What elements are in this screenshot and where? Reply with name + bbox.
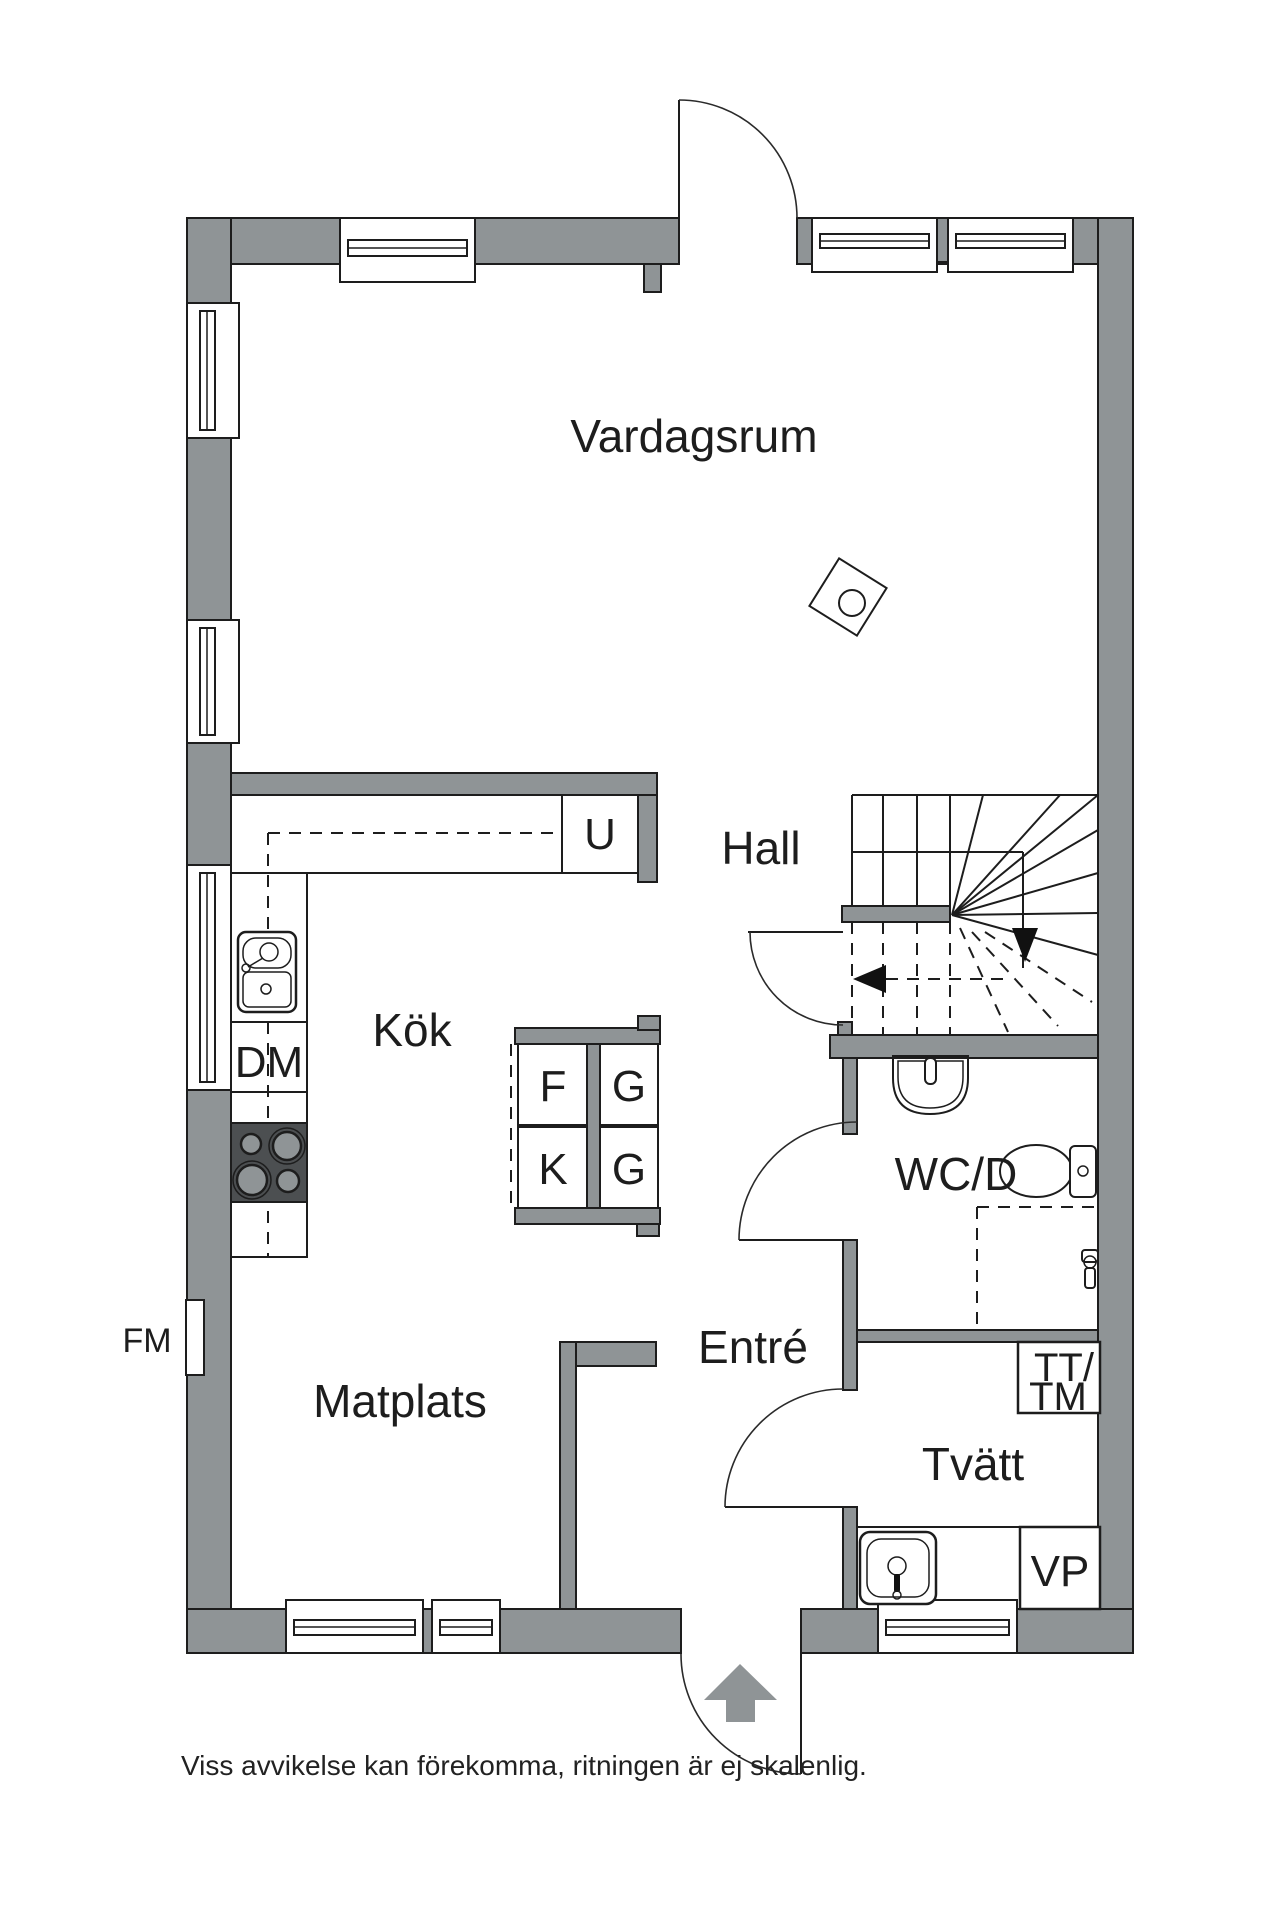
disclaimer-text: Viss avvikelse kan förekomma, ritningen … — [181, 1750, 867, 1781]
code-label-g2: G — [612, 1145, 646, 1194]
code-label-vp: VP — [1031, 1547, 1090, 1596]
doors — [678, 99, 858, 1775]
cabinet-f — [517, 1043, 588, 1126]
wood-stove — [808, 557, 888, 637]
cabinet-divider — [586, 1043, 601, 1209]
window-left-1 — [186, 302, 240, 439]
tt-tm-box — [1016, 1340, 1102, 1415]
code-label-tm: TM — [1029, 1375, 1087, 1419]
dining-entry-wall — [559, 1341, 577, 1610]
fm-box — [185, 1299, 205, 1376]
kitchen-divider-wall — [230, 772, 658, 796]
u-cabinet-wall — [637, 794, 658, 883]
entry-wc-wall-mid — [842, 1239, 858, 1391]
code-label-g1: G — [612, 1062, 646, 1111]
cabinet-g1 — [599, 1043, 659, 1126]
wc-fixtures — [892, 1055, 1099, 1330]
code-label-k: K — [538, 1145, 567, 1194]
wc-sink — [892, 1055, 969, 1116]
cabinet-k — [517, 1126, 588, 1209]
cabinet-g2 — [599, 1126, 659, 1209]
room-label-hall: Hall — [721, 822, 800, 874]
window-top-left — [339, 217, 476, 283]
laundry-door — [724, 1388, 844, 1508]
entrance-door — [680, 1653, 802, 1775]
code-label-u: U — [584, 810, 616, 859]
cabinet-bottom-cap — [514, 1207, 661, 1225]
stove — [230, 1122, 308, 1203]
inner-walls — [230, 772, 1099, 1610]
room-label-living: Vardagsrum — [570, 410, 817, 462]
window-pier — [422, 1608, 433, 1654]
entrance-arrow — [704, 1664, 777, 1722]
code-label-fm: FM — [122, 1322, 171, 1360]
wc-sink-faucet — [924, 1057, 937, 1085]
vp-box — [1018, 1525, 1102, 1611]
labels: Vardagsrum Hall Kök Matplats Entré WC/D … — [122, 410, 1094, 1781]
toilet — [999, 1144, 1097, 1198]
room-label-kitchen: Kök — [372, 1004, 452, 1056]
window-top-right-1 — [811, 217, 938, 273]
code-label-tt: TT/ — [1034, 1346, 1095, 1390]
entry-laundry-wall — [842, 1506, 858, 1610]
balcony-door — [678, 99, 798, 219]
stair-direction-arrow-left — [853, 965, 886, 993]
room-label-laundry: Tvätt — [922, 1438, 1024, 1490]
stair-door — [748, 931, 844, 1026]
wc-door — [738, 1121, 858, 1241]
faucet-icon — [259, 942, 279, 962]
windows — [185, 217, 1074, 1654]
window-pier — [936, 217, 949, 263]
stair-direction-arrow-down — [1012, 928, 1038, 962]
code-label-dm: DM — [235, 1038, 303, 1087]
cabinet-island — [510, 1043, 659, 1209]
room-label-entry: Entré — [698, 1321, 808, 1373]
kitchen-sink — [236, 930, 298, 1014]
room-label-dining: Matplats — [313, 1375, 487, 1427]
shower-mixer-icon — [1081, 1249, 1099, 1289]
entry-wc-wall-upper — [842, 1057, 858, 1135]
staircase — [851, 794, 1099, 1035]
wc-laundry-wall — [856, 1329, 1099, 1343]
stair-half-wall — [841, 905, 951, 923]
window-left-2 — [186, 619, 240, 744]
window-laundry — [877, 1599, 1018, 1654]
code-label-f: F — [540, 1062, 567, 1111]
window-top-right-2 — [947, 217, 1074, 273]
laundry-fixtures — [857, 1340, 1102, 1611]
room-label-wc: WC/D — [895, 1148, 1018, 1200]
door-jamb-tooth — [643, 263, 662, 293]
wc-top-wall — [829, 1034, 1099, 1059]
window-bottom-1 — [285, 1599, 424, 1654]
laundry-sink — [858, 1530, 938, 1606]
window-bottom-2 — [431, 1599, 501, 1654]
